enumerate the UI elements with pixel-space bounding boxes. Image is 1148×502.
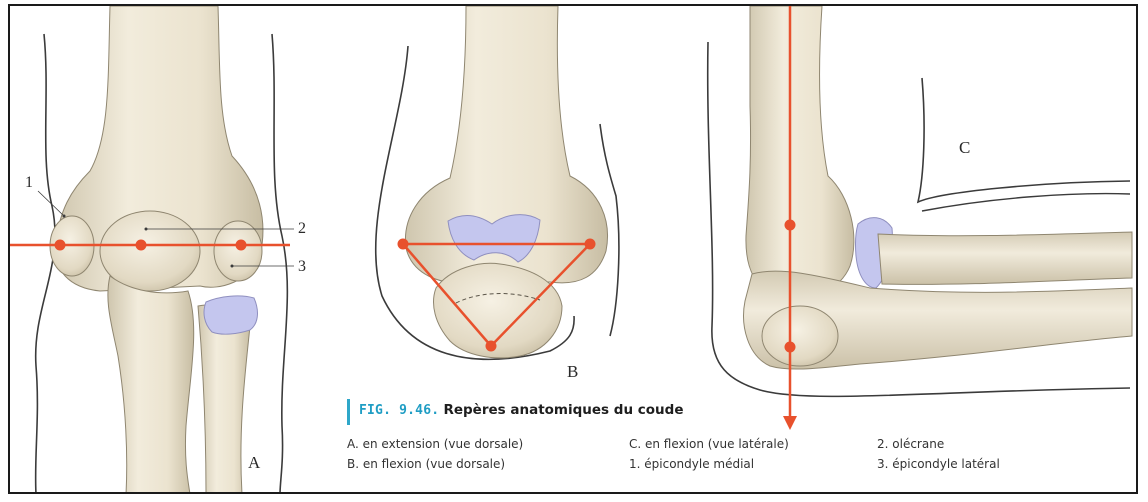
- panel-a-skin-left: [36, 34, 55, 494]
- panel-label-a: A: [248, 453, 260, 473]
- humerus-c: [746, 6, 854, 297]
- landmark-b-olecranon: [486, 341, 497, 352]
- legend-item-2: 2. olécrane: [877, 437, 944, 451]
- ulna-a: [108, 276, 194, 494]
- leader-1: [38, 191, 64, 216]
- lateral-epicondyle-a: [214, 221, 262, 281]
- radius-c: [878, 232, 1132, 284]
- figure-caption: FIG. 9.46. Repères anatomiques du coude …: [347, 399, 1127, 489]
- landmark-b-lateral: [585, 239, 596, 250]
- caption-title: FIG. 9.46. Repères anatomiques du coude: [359, 401, 683, 418]
- landmark-c-epicondyle: [785, 220, 796, 231]
- legend-item-1: 1. épicondyle médial: [629, 457, 754, 471]
- legend-item-3: 3. épicondyle latéral: [877, 457, 1000, 471]
- landmark-point-lateral-epicondyle: [236, 240, 247, 251]
- caption-accent-bar: [347, 399, 350, 425]
- legend-item-b: B. en flexion (vue dorsale): [347, 457, 505, 471]
- figure-frame: A B C 1 2 3 FIG. 9.46. Repères anatomiqu…: [8, 4, 1138, 494]
- panel-label-b: B: [567, 362, 578, 382]
- legend-item-a: A. en extension (vue dorsale): [347, 437, 523, 451]
- legend-item-c: C. en flexion (vue latérale): [629, 437, 789, 451]
- landmark-point-medial-epicondyle: [55, 240, 66, 251]
- olecranon-c: [762, 306, 838, 366]
- panel-b-drawing: [376, 6, 619, 359]
- marker-label-3: 3: [298, 258, 306, 276]
- landmark-c-olecranon: [785, 342, 796, 353]
- figure-number: FIG. 9.46.: [359, 403, 439, 418]
- panel-c-skin-top2: [922, 194, 1130, 211]
- marker-label-2: 2: [298, 220, 306, 238]
- panel-a-drawing: [10, 6, 294, 494]
- panel-a-skin-right: [272, 34, 287, 494]
- panel-c-skin-top: [918, 78, 1130, 202]
- panel-c-drawing: [708, 6, 1132, 430]
- marker-label-1: 1: [25, 174, 33, 192]
- panel-label-c: C: [959, 138, 970, 158]
- radial-head-cartilage-a: [204, 296, 257, 334]
- landmark-point-olecranon: [136, 240, 147, 251]
- landmark-b-medial: [398, 239, 409, 250]
- figure-title: Repères anatomiques du coude: [443, 402, 683, 418]
